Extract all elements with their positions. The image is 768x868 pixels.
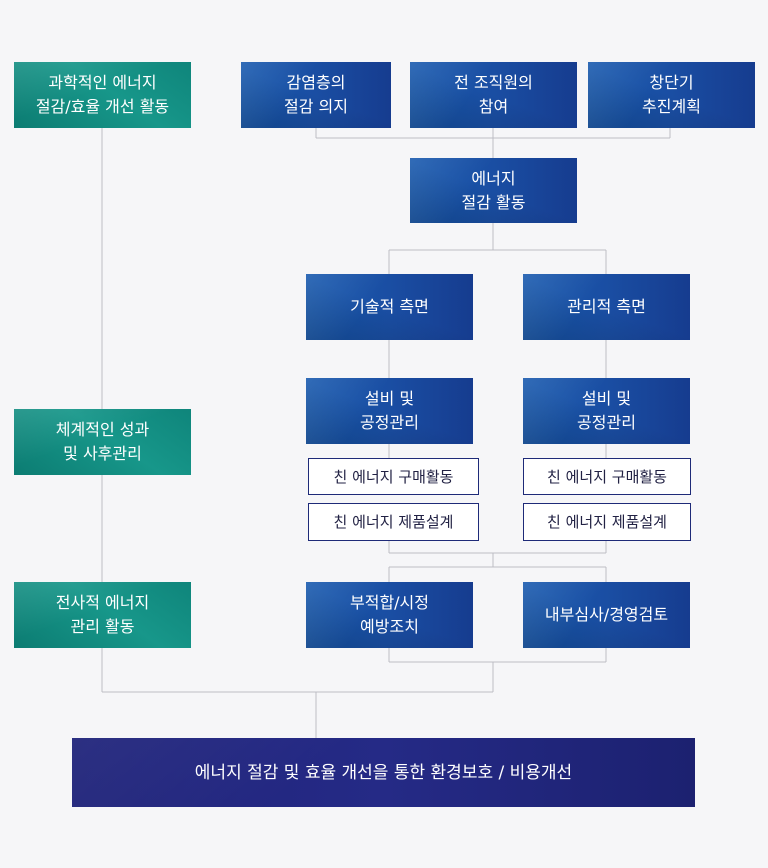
technical-aspect-box: 기술적 측면 xyxy=(306,274,473,340)
audit-review-box: 내부심사/경영검토 xyxy=(523,582,690,648)
systematic-followup-label: 체계적인 성과 및 사후관리 xyxy=(55,420,150,463)
scientific-activity-box: 과학적인 에너지 절감/효율 개선 활동 xyxy=(14,62,191,128)
facility-process-right-label: 설비 및 공정관리 xyxy=(577,389,636,432)
nonconformity-action-box: 부적합/시정 예방조치 xyxy=(306,582,473,648)
green-design-right-box: 친 에너지 제품설계 xyxy=(523,503,691,541)
green-purchase-left-label: 친 에너지 구매활동 xyxy=(333,467,454,486)
plan-box: 창단기 추진계획 xyxy=(588,62,755,128)
technical-aspect-label: 기술적 측면 xyxy=(350,297,429,316)
green-purchase-right-box: 친 에너지 구매활동 xyxy=(523,458,691,495)
green-design-right-label: 친 에너지 제품설계 xyxy=(547,513,667,531)
companywide-management-box: 전사적 에너지 관리 활동 xyxy=(14,582,191,648)
audit-review-label: 내부심사/경영검토 xyxy=(544,605,669,624)
managerial-aspect-label: 관리적 측면 xyxy=(567,297,646,316)
companywide-management-label: 전사적 에너지 관리 활동 xyxy=(55,593,150,636)
result-label: 에너지 절감 및 효율 개선을 통한 환경보호 / 비용개선 xyxy=(194,762,573,783)
management-will-box: 감염층의 절감 의지 xyxy=(241,62,391,128)
result-box: 에너지 절감 및 효율 개선을 통한 환경보호 / 비용개선 xyxy=(72,738,695,807)
nonconformity-action-label: 부적합/시정 예방조치 xyxy=(350,593,429,636)
staff-participation-box: 전 조직원의 참여 xyxy=(410,62,577,128)
systematic-followup-box: 체계적인 성과 및 사후관리 xyxy=(14,409,191,475)
facility-process-right-box: 설비 및 공정관리 xyxy=(523,378,690,444)
energy-activity-label: 에너지 절감 활동 xyxy=(461,168,526,212)
facility-process-left-box: 설비 및 공정관리 xyxy=(306,378,473,444)
energy-activity-box: 에너지 절감 활동 xyxy=(410,158,577,223)
green-purchase-right-label: 친 에너지 구매활동 xyxy=(547,467,667,486)
green-design-left-label: 친 에너지 제품설계 xyxy=(333,513,454,531)
green-purchase-left-box: 친 에너지 구매활동 xyxy=(308,458,479,495)
facility-process-left-label: 설비 및 공정관리 xyxy=(360,389,419,432)
green-design-left-box: 친 에너지 제품설계 xyxy=(308,503,479,541)
plan-label: 창단기 추진계획 xyxy=(642,73,701,116)
management-will-label: 감염층의 절감 의지 xyxy=(284,73,348,116)
managerial-aspect-box: 관리적 측면 xyxy=(523,274,690,340)
staff-participation-label: 전 조직원의 참여 xyxy=(454,73,533,116)
scientific-activity-label: 과학적인 에너지 절감/효율 개선 활동 xyxy=(35,73,170,116)
